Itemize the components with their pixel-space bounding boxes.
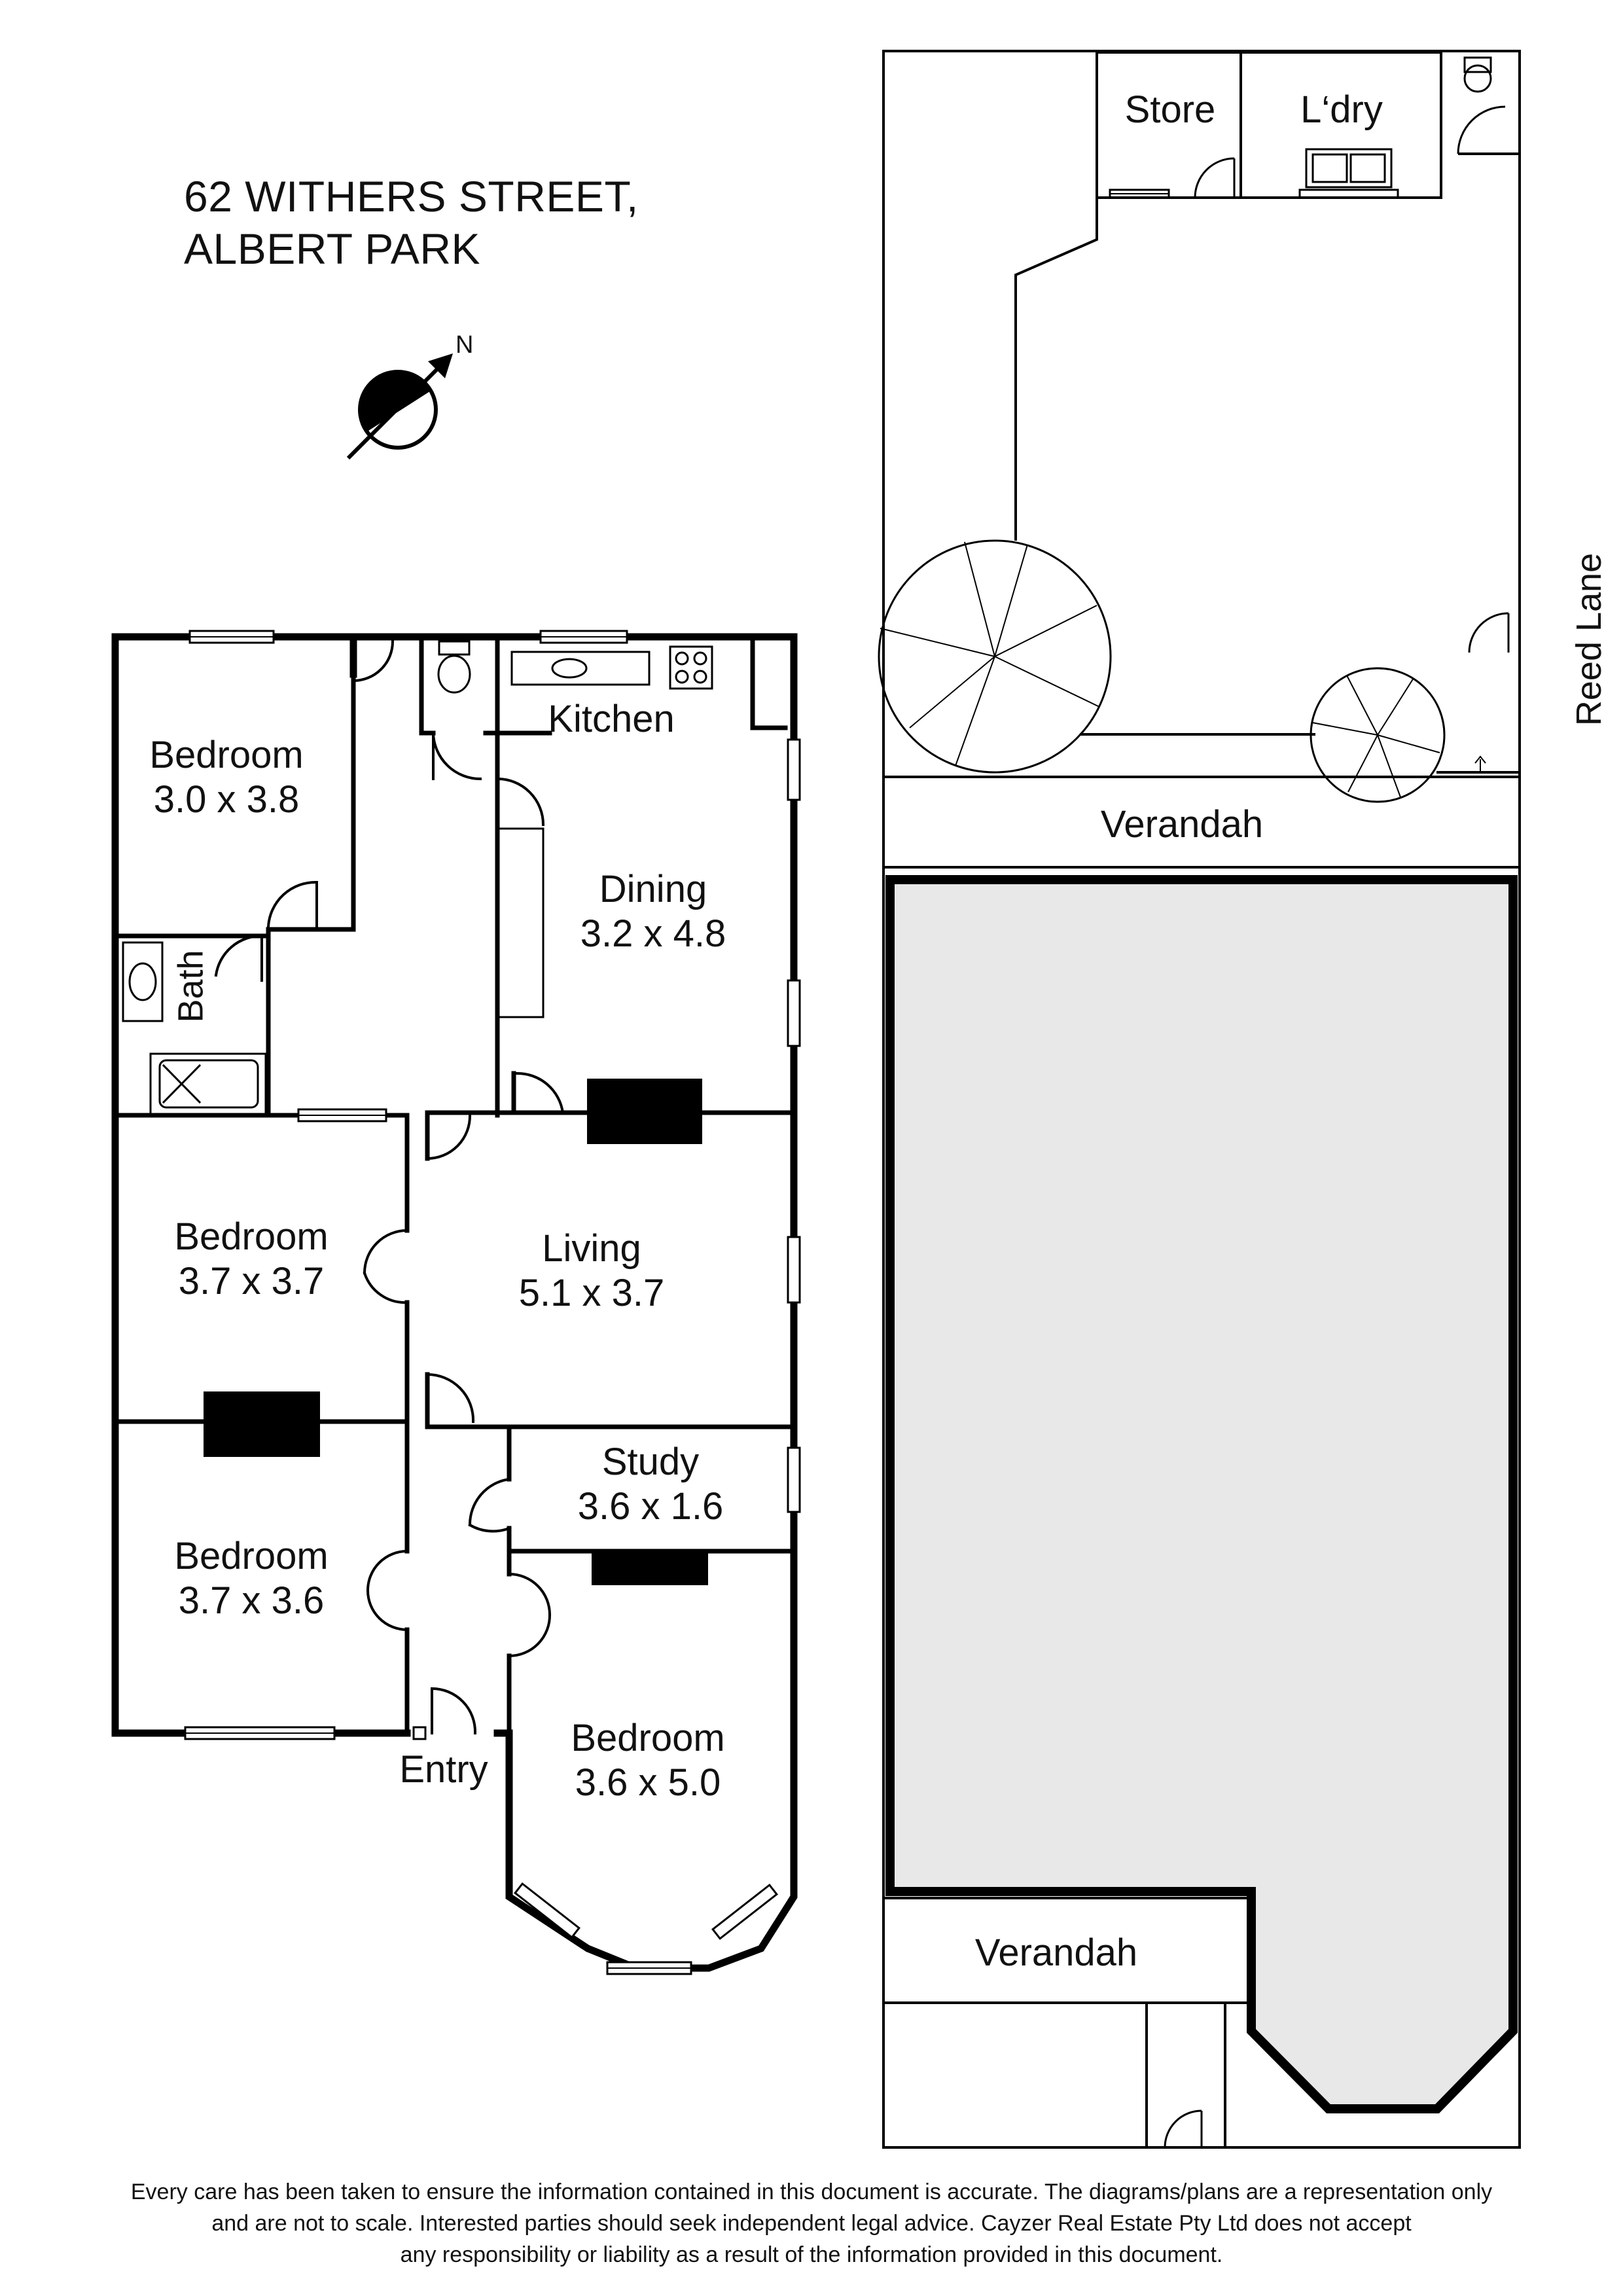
site-lane: Reed Lane [1569,552,1609,726]
room-name: Study [601,1441,700,1483]
room-bedroom-1: Bedroom 3.0 x 3.8 [149,733,303,822]
site-laundry: L‘dry [1300,88,1383,131]
disclaimer-line-3: any responsibility or liability as a res… [400,2242,1223,2267]
room-name: Living [542,1227,641,1270]
site-verandah-rear: Verandah [1100,803,1264,846]
room-kitchen: Kitchen [548,698,675,740]
room-bath: Bath [171,950,211,1023]
toilet-icon [438,640,471,656]
laundry-tubs-icon [1305,148,1393,188]
north-label: N [455,331,474,359]
property-address: 62 WITHERS STREET, ALBERT PARK [184,170,639,275]
room-living: Living 5.1 x 3.7 [519,1227,664,1316]
disclaimer-line-2: and are not to scale. Interested parties… [211,2211,1412,2236]
site-store: Store [1124,88,1216,131]
room-name: Dining [599,868,707,910]
room-dims: 3.7 x 3.7 [178,1260,325,1302]
toilet-icon [1463,56,1492,73]
door-arc [351,639,395,683]
house-footprint [885,875,1518,2113]
tree-icon [878,539,1112,774]
cooktop-icon [669,645,713,690]
room-dims: 3.6 x 5.0 [575,1761,721,1804]
address-line-1: 62 WITHERS STREET, [184,172,639,221]
disclaimer: Every care has been taken to ensure the … [26,2176,1597,2270]
disclaimer-line-1: Every care has been taken to ensure the … [130,2179,1493,2204]
room-bedroom-4: Bedroom 3.6 x 5.0 [571,1716,724,1805]
sink-icon [510,651,651,686]
room-dining: Dining 3.2 x 4.8 [580,867,726,956]
site-plan [878,50,1521,2149]
room-bedroom-2: Bedroom 3.7 x 3.7 [174,1215,328,1304]
basin-icon [122,941,164,1022]
room-dims: 3.2 x 4.8 [580,912,726,955]
fireplace-icon [204,1079,708,1585]
room-name: Bedroom [571,1717,725,1759]
room-name: Bedroom [174,1215,329,1258]
room-bedroom-3: Bedroom 3.7 x 3.6 [174,1534,328,1623]
room-study: Study 3.6 x 1.6 [578,1440,723,1529]
room-entry: Entry [399,1748,488,1791]
compass-icon [346,353,453,460]
room-dims: 3.6 x 1.6 [577,1485,724,1528]
room-name: Bedroom [149,734,304,776]
tree-icon [1310,667,1446,803]
bathtub-icon [149,1052,267,1115]
room-dims: 3.0 x 3.8 [153,778,300,821]
address-line-2: ALBERT PARK [184,224,481,273]
bench-icon [496,827,544,1018]
site-verandah-front: Verandah [974,1931,1138,1974]
house-walls [111,630,801,1975]
room-name: Bedroom [174,1535,329,1577]
room-dims: 5.1 x 3.7 [518,1272,665,1314]
room-dims: 3.7 x 3.6 [178,1579,325,1622]
